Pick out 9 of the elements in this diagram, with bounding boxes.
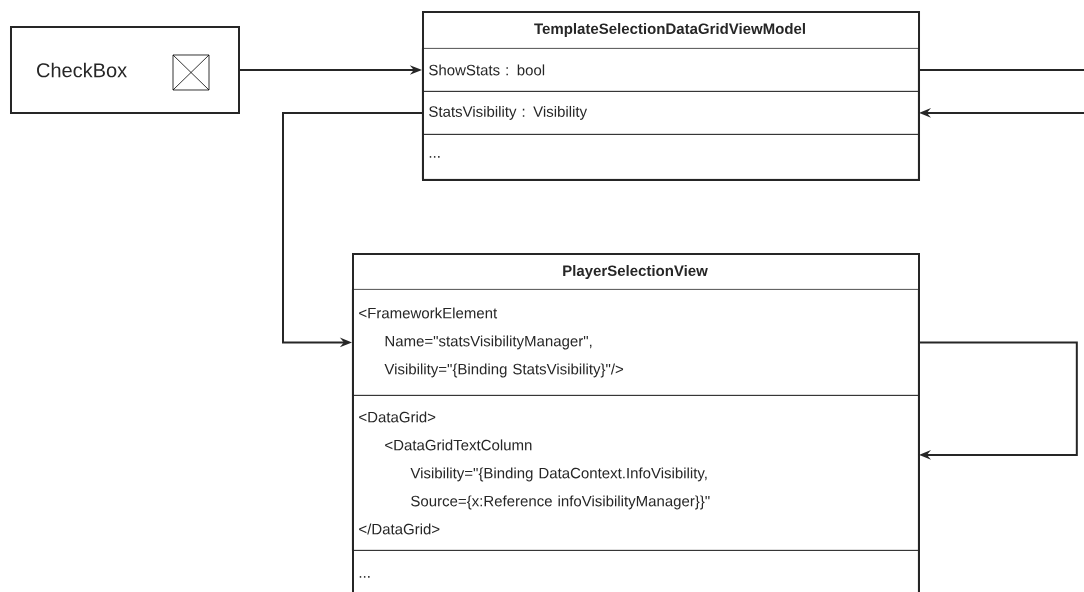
member-row: <DataGrid> <DataGridTextColumn Visibility="{Binding DataContext.InfoVisibility, Source={x:Reference infoVisibilityManager}}" </DataGrid> (352, 395, 919, 551)
member-row: StatsVisibility : Visibility (422, 91, 919, 135)
member-row: ShowStats : bool (422, 48, 919, 92)
member-row: ... (422, 134, 919, 180)
member-row: <FrameworkElement Name="statsVisibilityManager", Visibility="{Binding StatsVisibility}"/> (352, 289, 919, 396)
member-row: ... (352, 550, 919, 592)
arrow (917, 68, 1084, 118)
component-box: CheckBox (10, 26, 240, 114)
arrow (917, 341, 1078, 460)
